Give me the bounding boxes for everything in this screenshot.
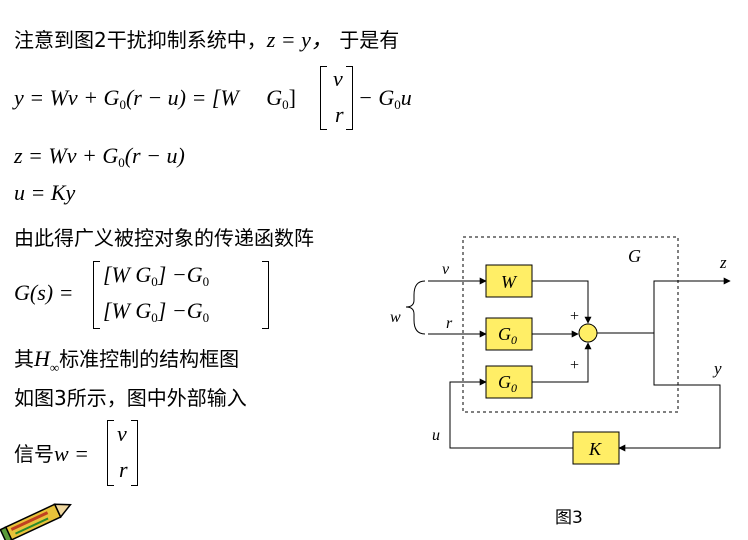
g0-lower-to-sum [532,342,592,383]
y-equation: y = Wv + G0(r − u) = [W G0] [14,85,296,112]
z-output-label: z [719,253,727,272]
hinf-pre: 其 [14,347,34,371]
g0-lower-sub: 0 [511,381,517,395]
r-input-label: r [446,315,453,332]
y-eq-sub: 0 [119,97,126,112]
summing-junction [578,323,598,343]
gs-right-bracket [262,261,269,329]
pencil-icon [0,503,72,540]
w-label: w [390,309,401,326]
y-eq-tail: − G0u [358,85,412,112]
gs-r1-tail-sub: 0 [202,274,210,289]
y-eq-lhs: y = Wv + G [14,85,120,110]
y-output-label: y [712,359,722,378]
u-label: u [432,427,440,444]
u-equation: u = Ky [14,180,76,205]
y-eq-tail-g: − G [358,85,395,110]
gs-r2-a: [W G [103,298,152,323]
z-eq-lhs: z = Wv + G [14,143,119,168]
gs-r2-sub: 0 [151,310,158,325]
gs-row1: [W G0] −G0 [103,262,210,289]
input-signal-line: 信号w = [14,438,89,467]
g0-upper-label: G [498,324,511,344]
gs-r1-a: [W G [103,262,152,287]
v-input-label: v [442,261,450,278]
w-block-label: W [501,272,518,292]
g0-lower-label: G [498,372,511,392]
gs-lhs: G(s) = [14,280,74,305]
gs-r1-tail: ] −G [157,262,203,287]
intro-math: z = y， [266,27,333,52]
plus-lower: + [570,357,579,374]
gs-left-bracket [93,261,100,329]
w-vec-v: v [117,421,127,446]
k-block-label: K [588,439,602,459]
g0-block-upper [485,317,533,351]
y-eq-mid: (r − u) = [W [125,85,239,110]
plus-upper: + [570,308,579,325]
transfer-matrix-heading: 由此得广义被控对象的传递函数阵 [14,226,314,250]
z-equation: z = Wv + G0(r − u) [14,143,185,170]
y-eq-vec-v: v [333,66,343,91]
z-output-arrow [653,277,731,333]
z-eq-tail: (r − u) [124,143,185,168]
plant-dashed-box [462,236,679,413]
g0-block-lower [485,365,533,399]
w-vec-right-bracket [131,420,138,486]
k-block [572,431,620,465]
input-signal-pre: 信号 [14,442,54,466]
gs-r1-sub: 0 [151,274,158,289]
intro-tail: 于是有 [332,28,400,52]
y-eq-tail-u: u [400,85,412,110]
y-feedback-line [618,333,721,452]
u-feedback-line [449,378,573,449]
hinf-h: H [34,346,50,371]
figure-caption: 图3 [555,508,583,528]
hinf-line: 其H∞标准控制的结构框图 [14,343,240,375]
w-brace [405,280,426,335]
gs-r2-tail: ] −G [157,298,203,323]
intro-text: 注意到图2干扰抑制系统中， [14,28,267,52]
gs-r2-tail-sub: 0 [202,310,210,325]
hinf-inf: ∞ [49,360,60,375]
w-vec-left-bracket [107,420,114,486]
y-eq-tail-sub: 0 [394,97,401,112]
fig3-ref-line: 如图3所示，图中外部输入 [14,386,247,410]
y-eq-vec-left-bracket [320,66,327,130]
y-eq-g0-sub: 0 [282,97,289,112]
y-eq-vec-r: r [335,102,344,127]
g0-upper-sub: 0 [511,333,517,347]
y-eq-rbracket: ] [288,85,296,110]
input-signal-w: w = [54,441,90,466]
intro-line: 注意到图2干扰抑制系统中，z = y， 于是有 [14,22,399,54]
plant-label: G [628,246,641,266]
w-to-sum [532,280,592,324]
y-eq-vec-right-bracket [346,66,353,130]
z-eq-sub: 0 [118,155,125,170]
gs-row2: [W G0] −G0 [103,298,210,325]
y-eq-g0: G [266,85,283,110]
w-vec-r: r [119,457,128,482]
hinf-tail: 标准控制的结构框图 [59,347,240,371]
